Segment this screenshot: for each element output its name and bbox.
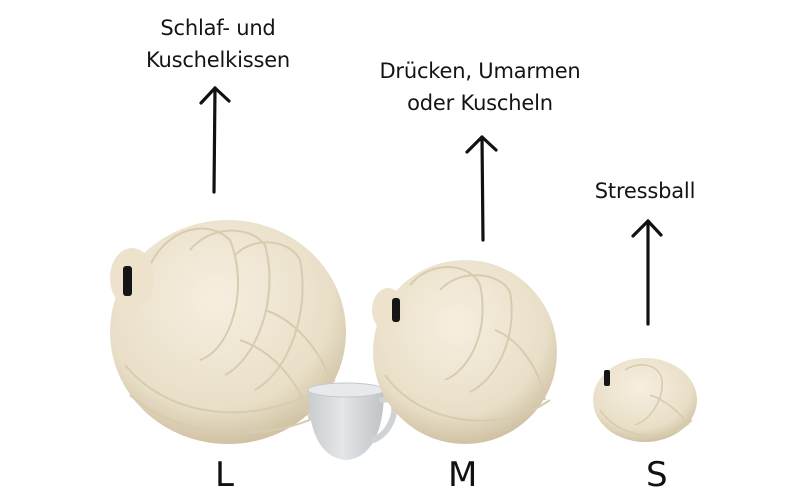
caption-large-line-1: Schlaf- und bbox=[160, 16, 276, 40]
arrow-up-icon bbox=[465, 135, 498, 242]
knot-pillow-small bbox=[593, 358, 697, 442]
knot-pillow-large bbox=[110, 220, 346, 444]
caption-medium-line-1: Drücken, Umarmen bbox=[379, 59, 581, 83]
size-label-large: L bbox=[215, 455, 234, 495]
caption-small-line-1: Stressball bbox=[594, 179, 696, 203]
arrow-up-icon bbox=[199, 86, 231, 194]
size-label-small: S bbox=[646, 455, 668, 495]
label-tag bbox=[123, 266, 132, 296]
knot-pillow-medium bbox=[372, 260, 557, 444]
caption-large: Schlaf- und Kuschelkissen bbox=[118, 12, 318, 76]
size-label-medium: M bbox=[448, 455, 478, 495]
caption-medium-line-2: oder Kuscheln bbox=[407, 91, 553, 115]
caption-medium: Drücken, Umarmen oder Kuscheln bbox=[355, 55, 605, 119]
label-tag bbox=[604, 370, 610, 386]
caption-large-line-2: Kuschelkissen bbox=[145, 48, 291, 72]
arrow-up-icon bbox=[631, 219, 663, 326]
label-tag bbox=[392, 298, 400, 322]
coffee-cup bbox=[307, 382, 398, 460]
caption-small: Stressball bbox=[575, 175, 715, 207]
